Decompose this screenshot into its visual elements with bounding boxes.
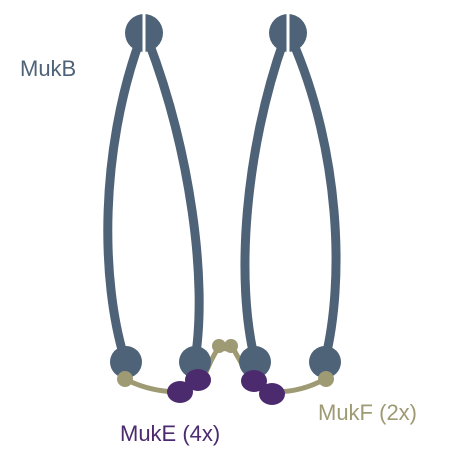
mukb-left-outer-arm <box>108 40 140 360</box>
mukf-dot-center-a <box>212 339 226 353</box>
mukb-hinge-left <box>125 12 163 54</box>
mukf-dot-left <box>117 371 133 387</box>
muke-label: MukE (4x) <box>120 421 220 446</box>
mukb-right-inner-arm <box>245 40 284 360</box>
mukb-left-inner-arm <box>148 40 199 360</box>
mukf-dots <box>117 339 334 387</box>
mukb-right-outer-arm <box>292 40 336 360</box>
mukb-hinge-right <box>269 12 307 54</box>
muke-subunit-4 <box>259 383 285 405</box>
mukf-dot-right <box>318 371 334 387</box>
mukf-dot-center-b <box>224 339 238 353</box>
muke-subunits <box>167 369 285 405</box>
muke-subunit-2 <box>185 369 211 391</box>
mukf-label: MukF (2x) <box>318 400 417 425</box>
mukb-arms <box>108 40 336 360</box>
mukf-linkers <box>125 346 325 392</box>
mukb-label: MukB <box>20 56 76 81</box>
